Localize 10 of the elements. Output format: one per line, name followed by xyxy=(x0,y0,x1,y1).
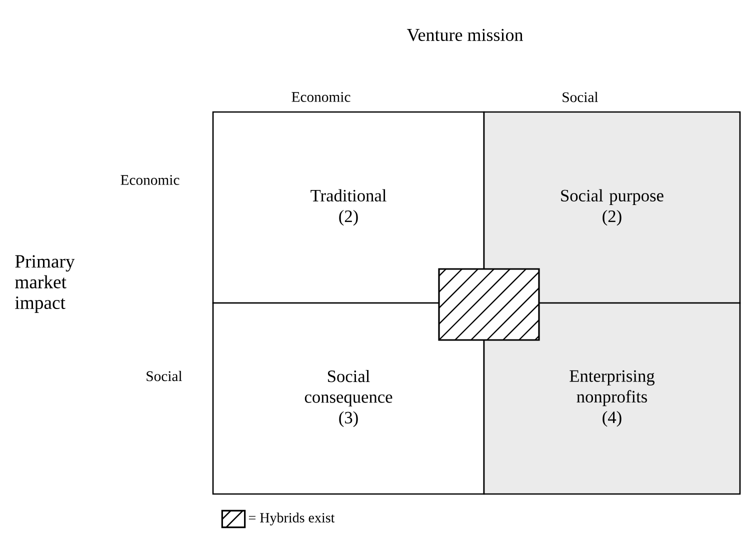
header-label: Economic xyxy=(120,175,180,185)
quadrant-box: Social consequence (3) xyxy=(212,302,485,495)
hatched-box xyxy=(438,268,540,341)
quadrant-box: Traditional (2) xyxy=(212,111,485,304)
axis-title: Venture mission xyxy=(406,28,523,42)
header-label: Social xyxy=(146,370,182,382)
axis-title: Primary market impact xyxy=(15,255,75,313)
quadrant-box: Social purpose (2) xyxy=(483,111,741,304)
quadrant-box: Enterprising nonprofits (4) xyxy=(483,302,741,495)
legend-label: = Hybrids exist xyxy=(248,512,335,526)
